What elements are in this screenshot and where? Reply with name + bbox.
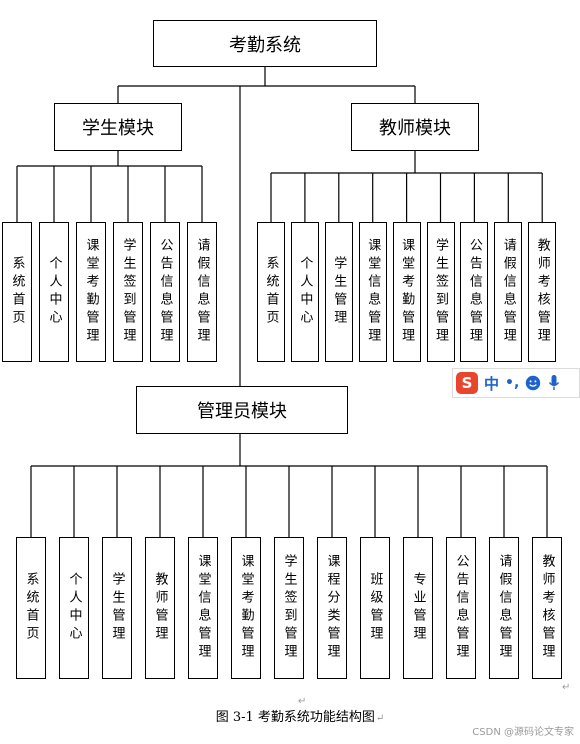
teacher-leaf-box-1: 个人中心 (290, 222, 319, 362)
teacher-leaf-box-5: 学生签到管理 (426, 222, 455, 362)
student-leaf-box-3: 学生签到管理 (113, 222, 143, 362)
figure-caption-text: 图 3-1 考勤系统功能结构图 (215, 710, 375, 725)
teacher-leaf-box-3: 课堂信息管理 (358, 222, 387, 362)
teacher-leaf-label-0: 系统首页 (263, 256, 279, 328)
student-leaf-box-0: 系统首页 (2, 222, 32, 362)
admin-leaf-label-12: 教师考核管理 (539, 554, 555, 662)
admin-leaf-box-0: 系统首页 (16, 537, 46, 679)
teacher-leaf-label-5: 学生签到管理 (433, 238, 448, 346)
teacher-leaf-label-2: 学生管理 (331, 256, 347, 328)
admin-leaf-box-7: 课程分类管理 (317, 537, 347, 679)
admin-leaf-box-10: 公告信息管理 (446, 537, 476, 679)
student-leaf-label-0: 系统首页 (9, 256, 25, 328)
admin-leaf-box-11: 请假信息管理 (489, 537, 519, 679)
student-leaf-label-1: 个人中心 (46, 256, 62, 328)
teacher-leaf-box-0: 系统首页 (257, 222, 285, 362)
admin-leaf-box-12: 教师考核管理 (532, 537, 562, 679)
teacher-leaf-box-8: 教师考核管理 (528, 222, 557, 362)
root-label: 考勤系统 (229, 34, 301, 56)
admin-leaf-box-1: 个人中心 (59, 537, 89, 679)
teacher-module-label: 教师模块 (379, 118, 451, 139)
student-leaf-box-1: 个人中心 (39, 222, 69, 362)
student-leaf-box-2: 课堂考勤管理 (76, 222, 106, 362)
teacher-leaf-box-7: 请假信息管理 (494, 222, 523, 362)
admin-module-label: 管理员模块 (197, 401, 287, 422)
teacher-leaf-label-6: 公告信息管理 (466, 238, 482, 346)
admin-leaf-label-0: 系统首页 (23, 572, 39, 644)
admin-leaf-label-6: 学生签到管理 (281, 554, 297, 662)
paragraph-mark: ↵ (298, 696, 307, 707)
admin-leaf-box-6: 学生签到管理 (274, 537, 304, 679)
student-module-box: 学生模块 (54, 103, 182, 151)
admin-leaf-box-5: 课堂考勤管理 (231, 537, 261, 679)
student-leaf-label-5: 请假信息管理 (194, 238, 210, 346)
admin-leaf-label-9: 专业管理 (410, 572, 426, 644)
admin-leaf-box-4: 课堂信息管理 (188, 537, 218, 679)
student-leaf-label-2: 课堂考勤管理 (83, 238, 99, 346)
ime-punctuation-mode[interactable]: •, (505, 375, 520, 391)
student-leaf-label-4: 公告信息管理 (157, 238, 173, 346)
figure-caption: 图 3-1 考勤系统功能结构图↵ (0, 706, 580, 725)
teacher-leaf-label-1: 个人中心 (297, 256, 313, 328)
ime-toolbar[interactable]: S 中 •, (452, 368, 580, 398)
teacher-leaf-box-6: 公告信息管理 (460, 222, 489, 362)
emoji-icon[interactable] (525, 375, 541, 391)
sogou-logo-icon[interactable]: S (456, 372, 478, 394)
admin-leaf-label-10: 公告信息管理 (453, 554, 469, 662)
ime-chinese-mode[interactable]: 中 (484, 374, 500, 393)
admin-leaf-label-11: 请假信息管理 (496, 554, 512, 662)
student-module-label: 学生模块 (82, 118, 154, 139)
teacher-leaf-label-4: 课堂考勤管理 (399, 238, 415, 346)
root-box: 考勤系统 (153, 20, 377, 67)
admin-leaf-label-1: 个人中心 (66, 572, 82, 644)
teacher-leaf-label-7: 请假信息管理 (500, 238, 516, 346)
caption-paragraph-mark: ↵ (375, 713, 385, 724)
teacher-leaf-box-4: 课堂考勤管理 (392, 222, 421, 362)
admin-leaf-box-8: 班级管理 (360, 537, 390, 679)
admin-leaf-label-3: 教师管理 (152, 572, 168, 644)
admin-module-box: 管理员模块 (136, 386, 348, 434)
microphone-icon[interactable] (547, 374, 561, 392)
teacher-leaf-label-3: 课堂信息管理 (365, 238, 381, 346)
paragraph-mark-right: ↵ (562, 682, 571, 693)
admin-leaf-label-4: 课堂信息管理 (195, 554, 211, 662)
teacher-leaf-label-8: 教师考核管理 (534, 238, 550, 346)
student-leaf-label-3: 学生签到管理 (120, 238, 136, 346)
csdn-watermark: CSDN @源码论文专家 (472, 727, 574, 738)
admin-leaf-box-3: 教师管理 (145, 537, 175, 679)
teacher-leaf-box-2: 学生管理 (324, 222, 353, 362)
student-leaf-box-5: 请假信息管理 (187, 222, 217, 362)
admin-leaf-box-2: 学生管理 (102, 537, 132, 679)
student-leaf-box-4: 公告信息管理 (150, 222, 180, 362)
admin-leaf-box-9: 专业管理 (403, 537, 433, 679)
admin-leaf-label-2: 学生管理 (109, 572, 125, 644)
teacher-module-box: 教师模块 (351, 103, 479, 151)
admin-leaf-label-7: 课程分类管理 (324, 554, 340, 662)
structure-diagram (16, 67, 548, 537)
admin-leaf-label-5: 课堂考勤管理 (238, 554, 254, 662)
admin-leaf-label-8: 班级管理 (367, 572, 383, 644)
